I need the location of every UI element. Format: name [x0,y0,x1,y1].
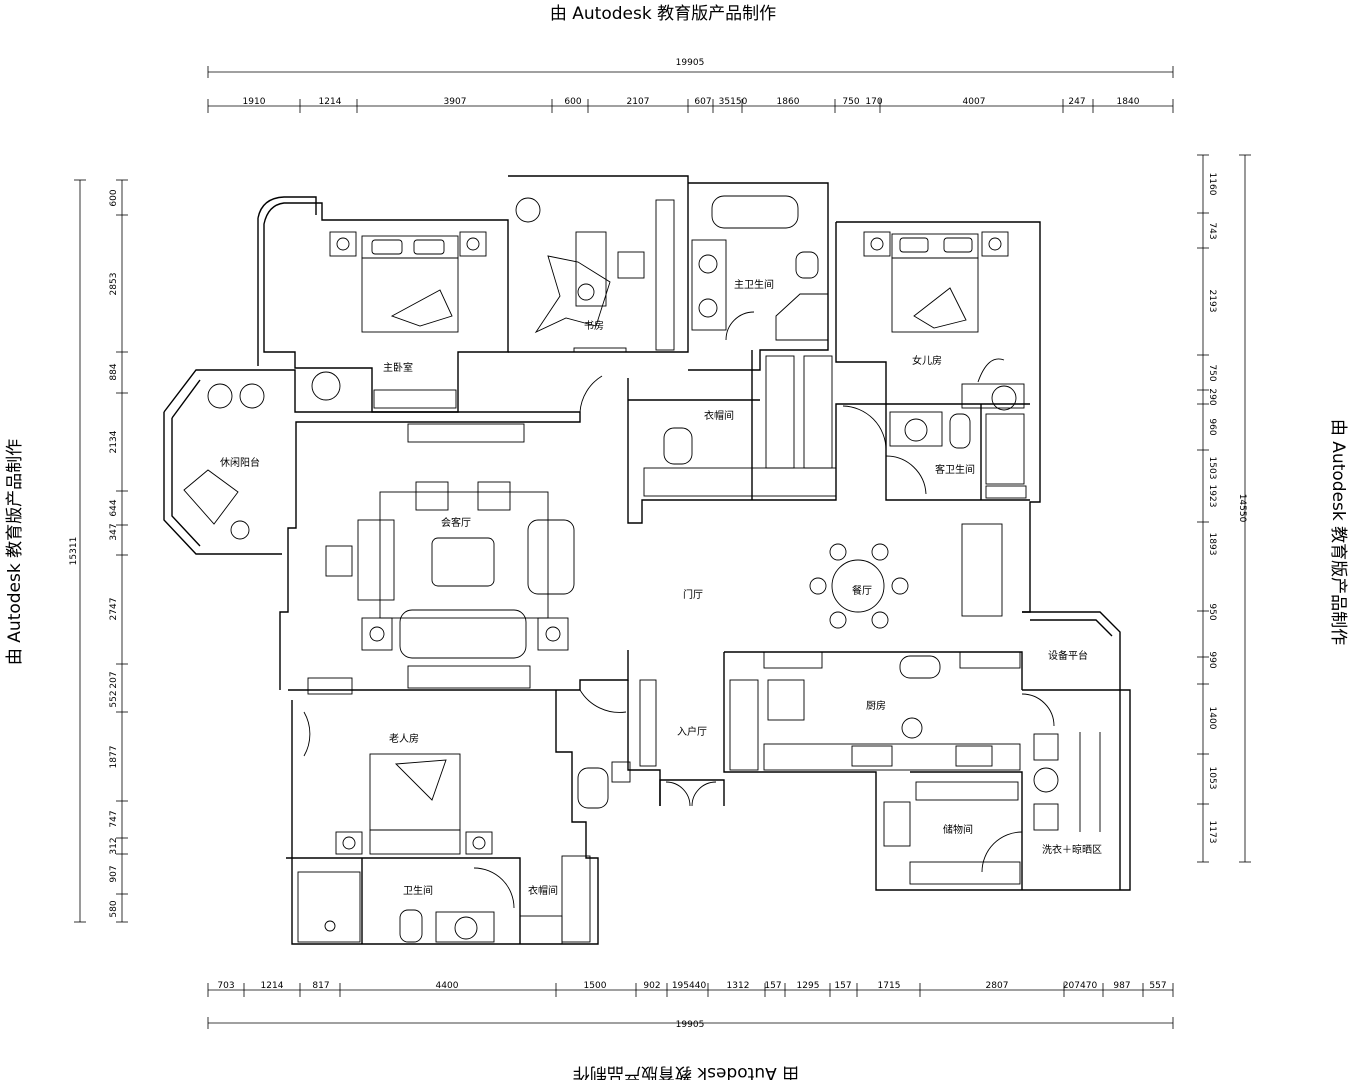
dim-bottom-seg: 1312 [727,981,750,991]
dim-top-seg: 1910 [243,97,266,107]
dim-bottom-seg: 557 [1149,981,1166,991]
watermark-top: 由 Autodesk 教育版产品制作 [550,4,776,24]
label-dining: 餐厅 [852,584,872,597]
dim-top-seg: 35150 [719,97,748,107]
label-master-bedroom: 主卧室 [383,361,413,374]
label-living-room: 会客厅 [441,516,471,529]
dim-top-seg: 4007 [963,97,986,107]
label-walk-in-closet: 衣帽间 [704,409,734,422]
dim-bottom-seg: 817 [312,981,329,991]
label-storage: 储物间 [943,823,973,836]
dim-bottom-seg: 1214 [261,981,284,991]
dim-left-total: 15311 [69,537,79,566]
label-entry-hall: 入户厅 [677,725,707,738]
dim-bottom-total: 19905 [676,1020,705,1030]
watermark-left: 由 Autodesk 教育版产品制作 [5,439,25,665]
watermark-bottom: 由 Autodesk 教育版产品制作 [573,1063,799,1080]
dim-top-seg: 1860 [777,97,800,107]
doors [303,375,1055,873]
dim-bottom-seg: 157 [834,981,851,991]
dim-bottom-seg: 1715 [878,981,901,991]
dim-bottom-seg: 703 [217,981,234,991]
dim-bottom-seg: 1500 [584,981,607,991]
dim-left-seg: 884 [109,363,119,380]
dim-top-seg: 607 [694,97,711,107]
dim-left-seg: 600 [109,189,119,206]
dim-right-seg: 1893 [1207,533,1217,556]
label-closet2: 衣帽间 [528,884,558,897]
dim-top-seg: 750 [842,97,859,107]
dim-right-seg: 2193 [1207,290,1217,313]
dim-right-seg: 290 [1207,388,1217,405]
dim-left-seg: 2853 [109,273,119,296]
dim-bottom-seg: 987 [1113,981,1130,991]
label-master-bath: 主卫生间 [734,278,774,291]
dim-bottom-seg: 207470 [1063,981,1098,991]
dim-left-seg: 552 [109,690,119,707]
label-leisure-balcony: 休闲阳台 [220,456,260,469]
dim-bottom-seg: 157 [764,981,781,991]
dim-right-seg: 950 [1207,603,1217,620]
dim-right-seg: 743 [1207,222,1217,239]
label-laundry: 洗衣＋晾晒区 [1042,843,1102,856]
dim-left-seg: 1877 [109,746,119,769]
dim-top-seg: 600 [564,97,581,107]
dim-top-seg: 1840 [1117,97,1140,107]
dim-right-seg: 960 [1207,418,1217,435]
dim-right-seg: 1173 [1207,821,1217,844]
label-foyer: 门厅 [683,588,703,601]
dimension-lines [74,66,1251,1029]
dim-top-seg: 3907 [444,97,467,107]
dim-left-seg: 580 [109,900,119,917]
dim-left-seg: 312 [109,837,119,854]
dim-bottom-seg: 4400 [436,981,459,991]
dim-top-seg: 2107 [627,97,650,107]
dim-left-seg: 2747 [109,598,119,621]
dim-right-seg: 1053 [1207,767,1217,790]
dim-bottom-seg: 902 [643,981,660,991]
dim-left-seg: 2134 [109,430,119,453]
room-labels: 主卧室 书房 主卫生间 女儿房 休闲阳台 衣帽间 客卫生间 会客厅 门厅 餐厅 … [220,278,1102,897]
dim-left-seg: 347 [109,523,119,540]
dim-top-seg: 170 [865,97,882,107]
dimension-labels: 19905 1910 1214 3907 600 2107 607 35150 … [69,58,1247,1030]
dim-right-seg: 990 [1207,651,1217,668]
dim-top-total: 19905 [676,58,705,68]
label-elder-room: 老人房 [389,732,419,745]
dim-right-seg: 750 [1207,364,1217,381]
dim-right-seg: 1160 [1207,173,1217,196]
dim-left-seg: 907 [109,865,119,882]
dim-bottom-seg: 2807 [986,981,1009,991]
label-kitchen: 厨房 [866,699,886,712]
dim-top-seg: 1214 [319,97,342,107]
dim-left-seg: 207 [109,671,119,688]
dim-left-seg: 644 [109,499,119,516]
dim-right-seg: 1400 [1207,707,1217,730]
dim-right-total: 14550 [1237,494,1247,523]
furniture [183,195,1101,945]
label-study: 书房 [584,319,604,332]
label-equipment-platform: 设备平台 [1048,649,1088,662]
dim-bottom-seg: 195440 [672,981,707,991]
watermark-right: 由 Autodesk 教育版产品制作 [1328,419,1348,645]
label-guest-bath: 客卫生间 [935,463,975,476]
dim-top-seg: 247 [1068,97,1085,107]
dim-right-seg: 1923 [1207,485,1217,508]
dim-bottom-seg: 1295 [797,981,820,991]
label-bathroom: 卫生间 [403,884,433,897]
dim-left-seg: 747 [109,810,119,827]
label-daughter-room: 女儿房 [912,354,942,367]
dim-right-seg: 1503 [1207,457,1217,480]
